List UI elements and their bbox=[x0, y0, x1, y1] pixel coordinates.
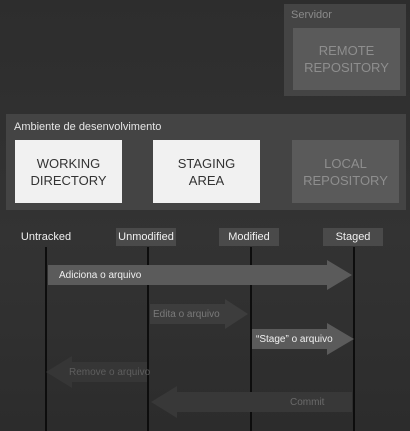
arrow-remove-label: Remove o arquivo bbox=[69, 367, 151, 378]
untracked-lifeline bbox=[45, 247, 47, 431]
arrow-remove: Remove o arquivo bbox=[46, 356, 151, 388]
working-directory-box: WORKING DIRECTORY bbox=[15, 140, 122, 203]
arrow-commit-shape bbox=[151, 386, 352, 418]
arrow-stage: “Stage” o arquivo bbox=[252, 323, 354, 355]
arrow-adiciona-label: Adiciona o arquivo bbox=[59, 270, 142, 281]
arrow-edita-label: Edita o arquivo bbox=[153, 309, 220, 320]
arrow-adiciona: Adiciona o arquivo bbox=[48, 260, 352, 290]
server-label: Servidor bbox=[291, 9, 332, 21]
unmodified-lifeline bbox=[147, 247, 149, 431]
dev-environment-label: Ambiente de desenvolvimento bbox=[14, 121, 162, 133]
state-modified: Modified bbox=[219, 228, 279, 246]
arrow-commit-label: Commit bbox=[290, 397, 325, 408]
state-untracked: Untracked bbox=[20, 231, 72, 243]
arrow-stage-shape bbox=[252, 323, 354, 355]
state-unmodified: Unmodified bbox=[116, 228, 176, 246]
state-staged: Staged bbox=[323, 228, 383, 246]
arrow-stage-label: “Stage” o arquivo bbox=[256, 334, 333, 345]
staging-area-box: STAGING AREA bbox=[153, 140, 260, 203]
arrow-commit: Commit bbox=[151, 386, 352, 418]
remote-repository-box: REMOTE REPOSITORY bbox=[293, 28, 400, 90]
arrow-remove-shape bbox=[46, 356, 147, 388]
local-repository-box: LOCAL REPOSITORY bbox=[292, 140, 399, 203]
modified-lifeline bbox=[250, 247, 252, 431]
arrow-edita: Edita o arquivo bbox=[150, 299, 248, 329]
arrow-adiciona-shape bbox=[48, 260, 352, 290]
arrow-edita-shape bbox=[150, 299, 248, 329]
